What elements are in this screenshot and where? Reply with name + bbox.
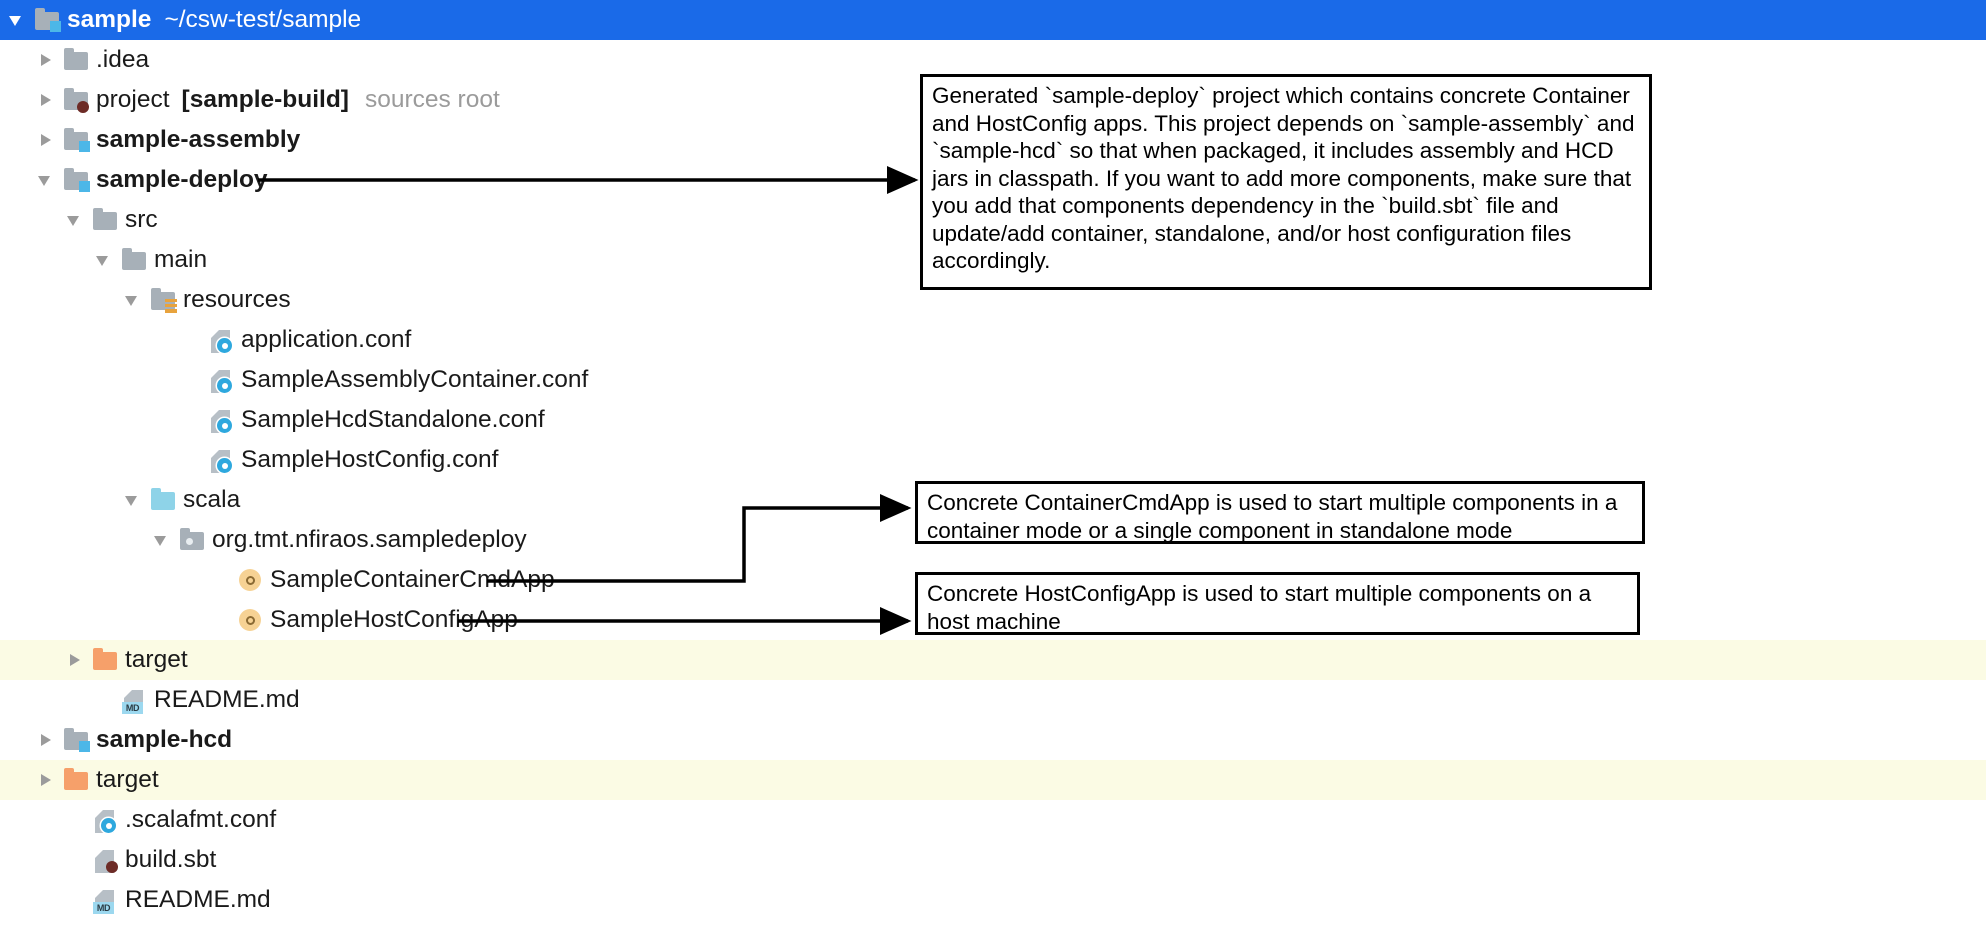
tree-row-label: SampleAssemblyContainer.conf <box>241 366 589 393</box>
file-markdown-icon: MD <box>121 687 147 714</box>
tree-row-label: SampleHcdStandalone.conf <box>241 406 545 433</box>
folder-module-icon <box>63 727 90 753</box>
chevron-right-icon[interactable] <box>37 51 55 69</box>
tree-row-sampleassemblycontainer-conf[interactable]: SampleAssemblyContainer.conf <box>0 360 1986 400</box>
tree-row-label: org.tmt.nfiraos.sampledeploy <box>212 526 527 553</box>
tree-row-sample[interactable]: sample ~/csw-test/sample <box>0 0 1986 40</box>
tree-row-label: SampleHostConfigApp <box>270 606 518 633</box>
tree-row-application-conf[interactable]: application.conf <box>0 320 1986 360</box>
folder-module-icon <box>34 7 61 33</box>
folder-icon <box>121 247 147 273</box>
chevron-right-icon[interactable] <box>37 91 55 109</box>
folder-icon <box>92 207 118 233</box>
chevron-down-icon[interactable] <box>153 531 171 549</box>
chevron-down-icon[interactable] <box>124 491 142 509</box>
no-chevron-spacer <box>66 811 84 829</box>
folder-resources-icon <box>150 287 177 313</box>
tree-row-label: application.conf <box>241 326 412 353</box>
tree-row-label: SampleHostConfig.conf <box>241 446 499 473</box>
tree-row-label: src <box>125 206 158 233</box>
no-chevron-spacer <box>66 891 84 909</box>
tree-row-label: README.md <box>154 686 300 713</box>
no-chevron-spacer <box>211 571 229 589</box>
chevron-down-icon[interactable] <box>95 251 113 269</box>
tree-row-samplehcdstandalone-conf[interactable]: SampleHcdStandalone.conf <box>0 400 1986 440</box>
chevron-right-icon[interactable] <box>66 651 84 669</box>
callout-host-config-app: Concrete HostConfigApp is used to start … <box>915 572 1640 635</box>
tree-row-label: project <box>96 86 170 113</box>
chevron-right-icon[interactable] <box>37 731 55 749</box>
tree-row-sample-deploy[interactable]: sample-deploy <box>0 160 1986 200</box>
tree-row-label: resources <box>183 286 291 313</box>
folder-module-icon <box>63 127 90 153</box>
tree-row-hint: sources root <box>364 86 500 113</box>
tree-row-target[interactable]: target <box>0 640 1986 680</box>
callout-container-cmd-app: Concrete ContainerCmdApp is used to star… <box>915 481 1645 544</box>
chevron-down-icon[interactable] <box>66 211 84 229</box>
folder-excluded-icon <box>63 767 89 793</box>
tree-row-label: SampleContainerCmdApp <box>270 566 555 593</box>
callout-sample-deploy: Generated `sample-deploy` project which … <box>920 74 1652 290</box>
no-chevron-spacer <box>66 851 84 869</box>
folder-sbt-icon <box>63 87 89 113</box>
tree-row-org-tmt-nfiraos-sampledeploy[interactable]: org.tmt.nfiraos.sampledeploy <box>0 520 1986 560</box>
folder-excluded-icon <box>92 647 118 673</box>
tree-row-label: sample-hcd <box>96 726 233 753</box>
file-conf-icon <box>208 447 234 473</box>
tree-row-target[interactable]: target <box>0 760 1986 800</box>
tree-row-label: sample-assembly <box>96 126 301 153</box>
no-chevron-spacer <box>182 451 200 469</box>
no-chevron-spacer <box>182 371 200 389</box>
tree-row-sample-hcd[interactable]: sample-hcd <box>0 720 1986 760</box>
file-markdown-icon: MD <box>92 887 118 914</box>
tree-row-sample-assembly[interactable]: sample-assembly <box>0 120 1986 160</box>
file-conf-icon <box>208 367 234 393</box>
tree-row-main[interactable]: main <box>0 240 1986 280</box>
tree-row-readme-md[interactable]: MD README.md <box>0 880 1986 920</box>
no-chevron-spacer <box>95 691 113 709</box>
chevron-down-icon[interactable] <box>124 291 142 309</box>
tree-row-scala[interactable]: scala <box>0 480 1986 520</box>
tree-row-label: scala <box>183 486 241 513</box>
tree-row-label: README.md <box>125 886 271 913</box>
chevron-right-icon[interactable] <box>37 131 55 149</box>
no-chevron-spacer <box>211 611 229 629</box>
tree-row-label: sample <box>67 6 152 33</box>
tree-row-label: .scalafmt.conf <box>125 806 277 833</box>
file-conf-icon <box>92 807 118 833</box>
tree-row-label: sample-deploy <box>96 166 268 193</box>
tree-row-project[interactable]: project [sample-build] sources root <box>0 80 1986 120</box>
file-conf-icon <box>208 327 234 353</box>
tree-row-label: .idea <box>96 46 150 73</box>
folder-module-icon <box>63 167 90 193</box>
no-chevron-spacer <box>182 411 200 429</box>
tree-row-module-name: [sample-build] <box>181 86 349 113</box>
tree-row-path: ~/csw-test/sample <box>164 6 362 33</box>
folder-sources-icon <box>150 487 176 513</box>
file-sbt-icon <box>92 847 118 873</box>
tree-row-label: build.sbt <box>125 846 217 873</box>
tree-row-label: main <box>154 246 208 273</box>
chevron-down-icon[interactable] <box>8 11 26 29</box>
folder-package-icon <box>179 527 205 553</box>
tree-row-resources[interactable]: resources <box>0 280 1986 320</box>
no-chevron-spacer <box>182 331 200 349</box>
tree-row--scalafmt-conf[interactable]: .scalafmt.conf <box>0 800 1986 840</box>
tree-row-src[interactable]: src <box>0 200 1986 240</box>
folder-icon <box>63 47 89 73</box>
tree-row-label: target <box>96 766 159 793</box>
scala-object-icon <box>237 607 263 633</box>
tree-row-readme-md[interactable]: MD README.md <box>0 680 1986 720</box>
chevron-down-icon[interactable] <box>37 171 55 189</box>
file-conf-icon <box>208 407 234 433</box>
scala-object-icon <box>237 567 263 593</box>
chevron-right-icon[interactable] <box>37 771 55 789</box>
tree-row-samplehostconfig-conf[interactable]: SampleHostConfig.conf <box>0 440 1986 480</box>
tree-row-label: target <box>125 646 188 673</box>
tree-row--idea[interactable]: .idea <box>0 40 1986 80</box>
tree-row-build-sbt[interactable]: build.sbt <box>0 840 1986 880</box>
